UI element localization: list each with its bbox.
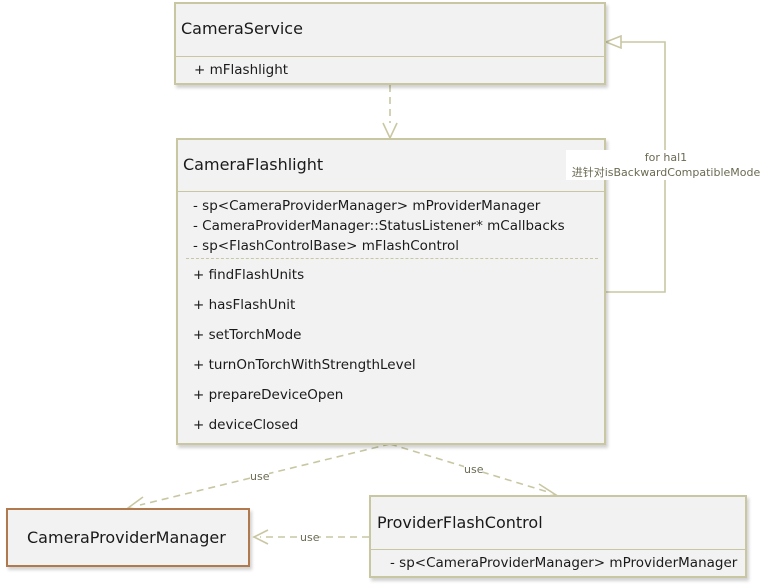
use-label-flashcontrol-manager: use	[300, 531, 320, 544]
class-divider-dashed	[186, 258, 598, 259]
open-arrow-left-manager-icon	[252, 529, 269, 545]
use-line-flashlight-manager	[139, 443, 391, 506]
hollow-arrow-up-icon	[382, 122, 398, 140]
hollow-arrow-left-icon	[603, 34, 622, 50]
class-divider	[371, 549, 745, 550]
method-row: + prepareDeviceOpen	[193, 387, 344, 403]
class-name-camera-flashlight: CameraFlashlight	[183, 155, 324, 174]
class-camera-service[interactable]: CameraService + mFlashlight	[174, 2, 606, 85]
relation-note-line2: 进针对isBackwardCompatibleMode	[571, 166, 761, 179]
class-camera-flashlight[interactable]: CameraFlashlight - sp<CameraProviderMana…	[176, 138, 606, 445]
use-label-flashlight-manager: use	[250, 470, 270, 483]
method-row: + deviceClosed	[193, 417, 299, 433]
attribute-row: - sp<CameraProviderManager> mProviderMan…	[193, 198, 541, 214]
attribute-row: - CameraProviderManager::StatusListener*…	[193, 218, 565, 234]
attribute-row: - sp<FlashControlBase> mFlashControl	[193, 238, 460, 254]
class-provider-flash-control[interactable]: ProviderFlashControl - sp<CameraProvider…	[369, 495, 747, 578]
method-row: + hasFlashUnit	[193, 297, 296, 313]
class-camera-provider-manager[interactable]: CameraProviderManager	[6, 508, 250, 567]
method-row: + turnOnTorchWithStrengthLevel	[193, 357, 416, 373]
relation-note: for hal1 进针对isBackwardCompatibleMode	[566, 150, 766, 180]
attribute-row: + mFlashlight	[194, 62, 289, 78]
class-name-provider-flash-control: ProviderFlashControl	[377, 513, 543, 532]
class-name-camera-service: CameraService	[181, 19, 303, 38]
relation-note-line1: for hal1	[644, 151, 688, 164]
use-label-flashlight-flashcontrol: use	[464, 463, 484, 476]
class-divider	[176, 56, 604, 57]
use-line-flashlight-flashcontrol	[389, 443, 549, 493]
method-row: + findFlashUnits	[193, 267, 305, 283]
class-divider	[178, 191, 604, 192]
class-name-camera-provider-manager: CameraProviderManager	[27, 528, 226, 547]
attribute-row: - sp<CameraProviderManager> mProviderMan…	[390, 555, 738, 571]
method-row: + setTorchMode	[193, 327, 302, 343]
